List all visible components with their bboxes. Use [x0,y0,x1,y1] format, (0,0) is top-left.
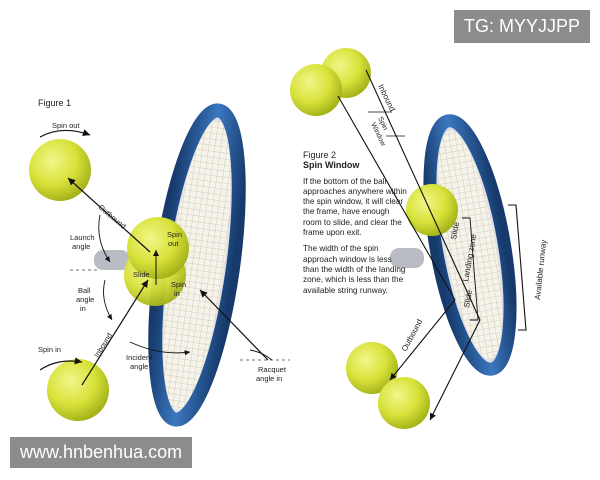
label-incident-2: angle [130,362,148,371]
racquet-1 [94,103,246,427]
label-outbound: Outbound [97,203,128,231]
label-spin-out-mid-2: out [168,239,179,248]
label-inbound: Inbound [92,331,114,359]
label-ball-angle-1: Ball [78,286,91,295]
label-spin-out-top: Spin out [52,121,80,130]
label-spin-in-mid-2: in [174,289,180,298]
figure1-title: Figure 1 [38,98,71,108]
watermark-bottom: www.hnbenhua.com [10,437,193,468]
label-launch-angle-1: Launch [70,233,95,242]
label-ball-angle-3: in [80,304,86,313]
fig2-ball-bottom-right [378,377,430,429]
incident-angle-arc [129,341,191,356]
figure2-subtitle: Spin Window [303,160,360,171]
spin-out-top-arc [39,129,91,138]
figure2-paragraph-2: The width of the spin approach window is… [303,244,406,295]
racquet-2-throat [390,248,424,268]
label-launch-angle-2: angle [72,242,90,251]
fig2-ball-top-front [290,64,342,116]
label-racquet-1: Racquet [258,365,287,374]
label-racquet-2: angle in [256,374,282,383]
racquet-2 [390,114,517,376]
ball-out-top [29,139,91,201]
label-slide: Slide [133,270,150,279]
label-spin-in-left: Spin in [38,345,61,354]
fig2-label-slide-bottom: Slide [462,289,474,309]
fig2-ball-contact [406,184,458,236]
spin-in-left-arc [39,357,83,371]
racquet-angle-arc [249,349,273,361]
figure2-caption: Figure 2 Spin Window If the bottom of th… [303,150,407,302]
launch-angle-arc [98,214,111,263]
landing-zone-bracket [462,217,479,321]
fig2-inbound-line-1 [337,95,456,301]
watermark-top: TG: MYYJJPP [453,10,590,43]
figure2-title: Figure 2 [303,150,337,160]
label-spin-in-mid-1: Spin [171,280,186,289]
fig2-label-available-runway: Available runway [533,239,548,300]
label-ball-angle-2: angle [76,295,94,304]
fig2-outbound-line-2 [429,319,481,421]
racquet-1-throat [94,250,130,270]
inbound-arrow [81,279,149,386]
label-incident-1: Incident [126,353,153,362]
fig2-outbound-line-1 [389,299,456,381]
fig2-ball-bottom-left [346,342,398,394]
fig2-label-slide-top: Slide [449,221,461,241]
outbound-arrow [67,177,151,253]
fig2-label-outbound: Outbound [400,318,424,353]
ball-in-bottom [47,359,109,421]
figure2-paragraph-1: If the bottom of the ball approaches any… [303,176,407,238]
ball-contact-upper [127,217,189,279]
ball-angle-arc [103,279,113,321]
racquet-angle-arrow [199,289,269,361]
available-runway-bracket [508,204,527,331]
label-spin-out-mid-1: Spin [167,230,182,239]
